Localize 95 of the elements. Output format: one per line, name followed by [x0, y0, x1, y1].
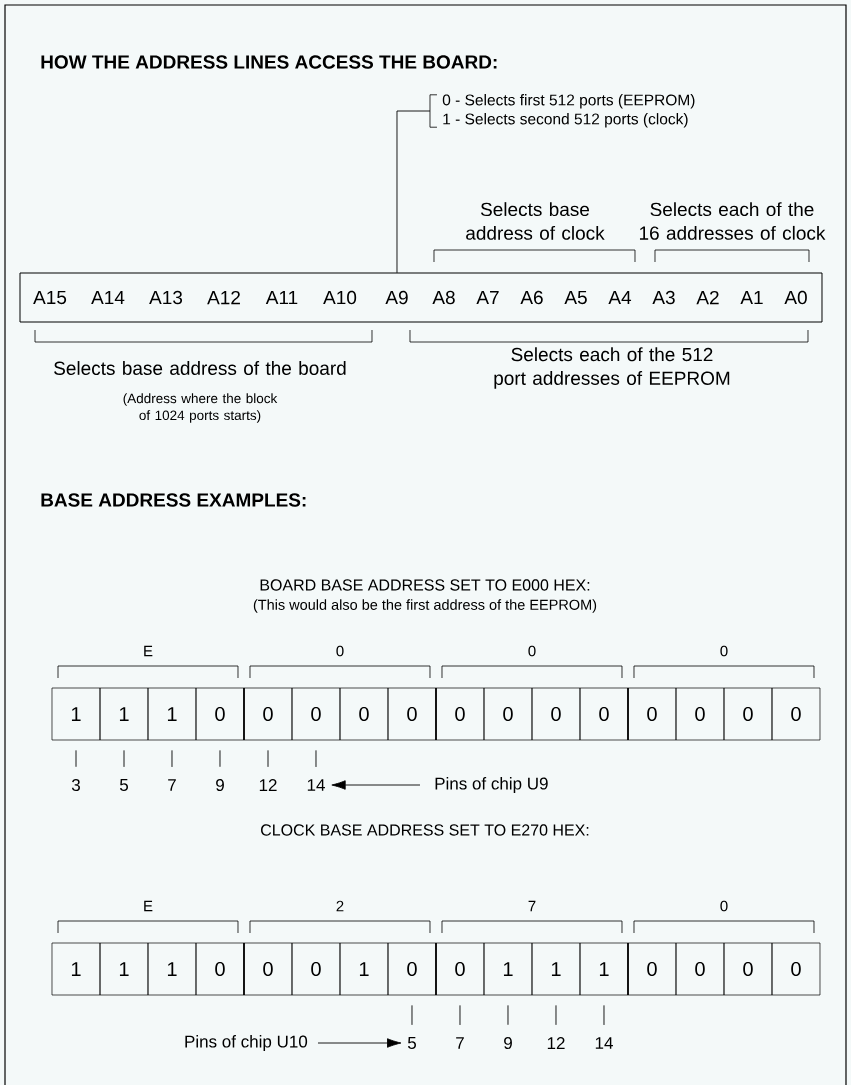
bit-cell: 1 [99, 687, 149, 741]
pin-number: 3 [71, 779, 80, 792]
pin-leader [555, 1004, 557, 1026]
heading: BASE ADDRESS EXAMPLES: [41, 493, 306, 507]
bit-cell: 0 [387, 942, 437, 996]
hex-digit: 7 [528, 900, 536, 912]
bit-cell: 0 [723, 687, 773, 741]
caption-text: Selects base address of clock [466, 202, 605, 240]
bit-cell: 0 [627, 687, 677, 741]
hex-digit: 0 [720, 900, 728, 912]
pin-number: 9 [504, 1037, 512, 1050]
hex-digit: E [144, 645, 153, 657]
caption-text: Selects base address of the board [54, 361, 346, 375]
address-label: A11 [265, 291, 298, 305]
bit-cell: 1 [483, 942, 533, 996]
note-text: 0 - Selects first 512 ports (EEPROM) 1 - Selects second 512 ports (clock) [442, 94, 695, 128]
pin-number: 5 [119, 779, 128, 791]
subheading: BOARD BASE ADDRESS SET TO E000 HEX: [260, 579, 590, 591]
pin-number: 7 [168, 779, 176, 791]
pin-number: 12 [259, 779, 277, 791]
bit-cell: 0 [243, 687, 293, 741]
bit-cell: 0 [483, 687, 533, 741]
bit-cell: 1 [99, 942, 149, 996]
pin-leader [507, 1004, 509, 1026]
hex-digit: 0 [528, 645, 536, 657]
bit-cell: 0 [723, 942, 773, 996]
address-label: A2 [696, 290, 719, 305]
hex-digit: 0 [720, 645, 728, 657]
address-label: A1 [740, 291, 763, 305]
note-text: (This would also be the first address of the EEPROM) [253, 599, 597, 613]
bit-cell: 0 [675, 687, 725, 741]
bit-cell: 1 [339, 942, 389, 996]
bit-cell: 0 [291, 942, 341, 996]
address-label: A13 [149, 290, 183, 305]
address-label: A3 [652, 290, 675, 305]
bit-cell: 0 [771, 942, 821, 996]
bit-cell: 1 [51, 687, 101, 741]
pin-leader [603, 1004, 605, 1026]
address-label: A5 [564, 290, 587, 305]
address-label: A7 [476, 291, 499, 305]
pin-leader [315, 749, 317, 768]
bit-cell: 0 [387, 687, 437, 741]
pin-number: 7 [456, 1037, 464, 1049]
pin-leader [171, 749, 173, 768]
pin-leader [219, 749, 221, 768]
bit-cell: 0 [195, 942, 245, 996]
pin-leader [267, 749, 269, 768]
bit-cell: 0 [771, 687, 821, 741]
address-label: A15 [33, 290, 67, 305]
bit-cell: 0 [579, 687, 629, 741]
pin-number: 9 [216, 779, 224, 792]
hex-digit: 0 [336, 645, 344, 657]
bit-cell: 1 [531, 942, 581, 996]
pin-number: 14 [595, 1037, 613, 1049]
bit-cell: 1 [147, 687, 197, 741]
bit-cell: 1 [579, 942, 629, 996]
note-text: (Address where the block of 1024 ports starts) [123, 393, 278, 423]
address-label: A4 [608, 291, 632, 305]
address-label: A8 [432, 290, 455, 305]
hex-digit: E [144, 900, 153, 912]
pin-number: 12 [547, 1037, 565, 1049]
address-label: A10 [323, 290, 357, 305]
bit-cell: 0 [627, 942, 677, 996]
pin-leader [459, 1004, 461, 1026]
bit-cell: 0 [435, 942, 485, 996]
address-label: A12 [207, 290, 240, 305]
pin-leader [75, 749, 77, 768]
leader-line [396, 110, 431, 274]
pin-number: 5 [407, 1037, 416, 1049]
bit-cell: 1 [147, 942, 197, 996]
address-label: A0 [784, 290, 807, 305]
pin-arrow [331, 780, 421, 790]
pin-caption: Pins of chip U10 [185, 1035, 308, 1051]
pin-caption: Pins of chip U9 [435, 777, 548, 793]
address-label: A14 [91, 291, 125, 305]
pin-number: 14 [307, 779, 325, 791]
pin-leader [123, 749, 125, 768]
register-box [19, 272, 823, 323]
bit-cell: 0 [531, 687, 581, 741]
bit-cell: 1 [51, 942, 101, 996]
bit-cell: 0 [291, 687, 341, 741]
bit-cell: 0 [675, 942, 725, 996]
pin-leader [411, 1004, 413, 1026]
hex-digit: 2 [336, 900, 344, 912]
pin-arrow [317, 1038, 402, 1048]
caption-text: Selects each of the 512 port addresses of EEPROM [494, 347, 730, 389]
bit-cell: 0 [435, 687, 485, 741]
address-label: A9 [385, 290, 408, 305]
address-label: A6 [520, 290, 543, 305]
bit-cell: 0 [339, 687, 389, 741]
caption-text: Selects each of the 16 addresses of clock [640, 202, 826, 240]
heading: HOW THE ADDRESS LINES ACCESS THE BOARD: [41, 55, 497, 69]
bit-cell: 0 [195, 687, 245, 741]
subheading: CLOCK BASE ADDRESS SET TO E270 HEX: [261, 824, 589, 836]
bit-cell: 0 [243, 942, 293, 996]
